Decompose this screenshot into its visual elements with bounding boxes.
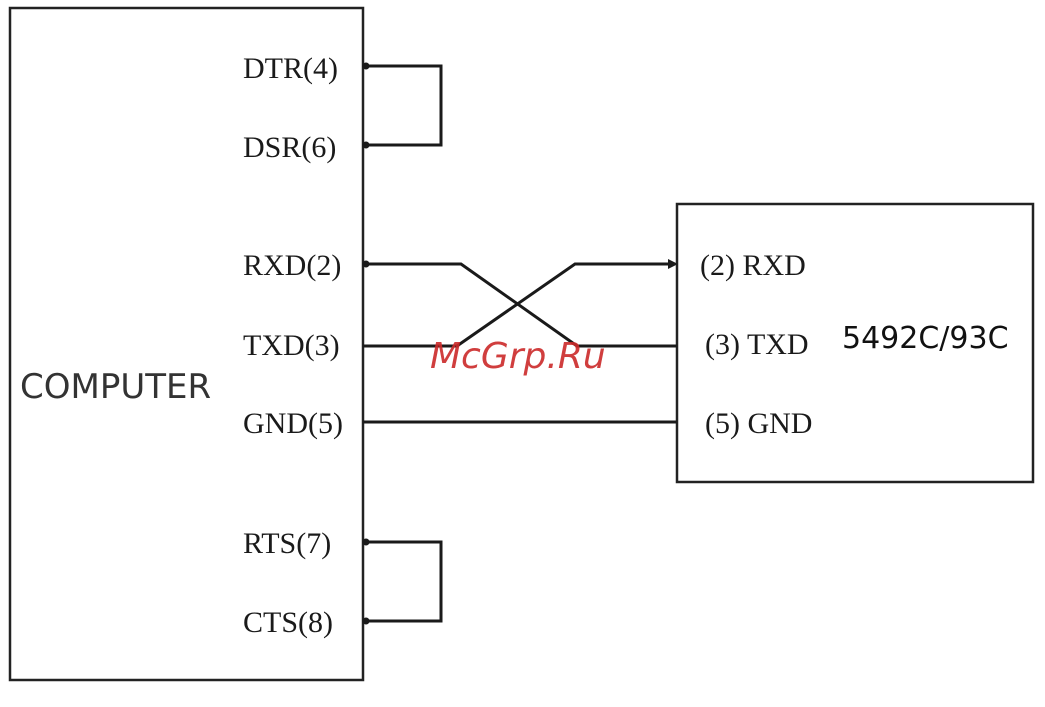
pin-dot-cts xyxy=(363,618,370,625)
loopback-dtr-dsr-wire xyxy=(363,66,441,145)
device-label: 5492C/93C xyxy=(842,321,1009,356)
pin-dot-rts xyxy=(363,539,370,546)
pin-label-dsr: DSR(6) xyxy=(243,131,336,164)
pin-label-gnd: GND(5) xyxy=(243,407,343,440)
pin-dot-dsr xyxy=(363,142,370,149)
pin-dot-dtr xyxy=(363,63,370,70)
device-pin-label-rxd: (2) RXD xyxy=(700,249,806,282)
computer-label: COMPUTER xyxy=(20,367,211,407)
pin-label-txd: TXD(3) xyxy=(243,329,340,362)
wire-device-txd-to-computer-rxd xyxy=(363,264,677,346)
pin-label-dtr: DTR(4) xyxy=(243,52,338,85)
wire-computer-txd-to-device-rxd xyxy=(363,264,670,346)
loopback-rts-cts-wire xyxy=(363,542,441,621)
pin-dot-computer-rxd xyxy=(363,261,370,268)
pin-label-rxd: RXD(2) xyxy=(243,249,341,282)
pin-label-cts: CTS(8) xyxy=(243,606,333,639)
watermark-text: McGrp.Ru xyxy=(430,336,606,377)
pin-label-rts: RTS(7) xyxy=(243,527,331,560)
device-pin-label-txd: (3) TXD xyxy=(705,328,809,361)
device-pin-label-gnd: (5) GND xyxy=(705,407,812,440)
